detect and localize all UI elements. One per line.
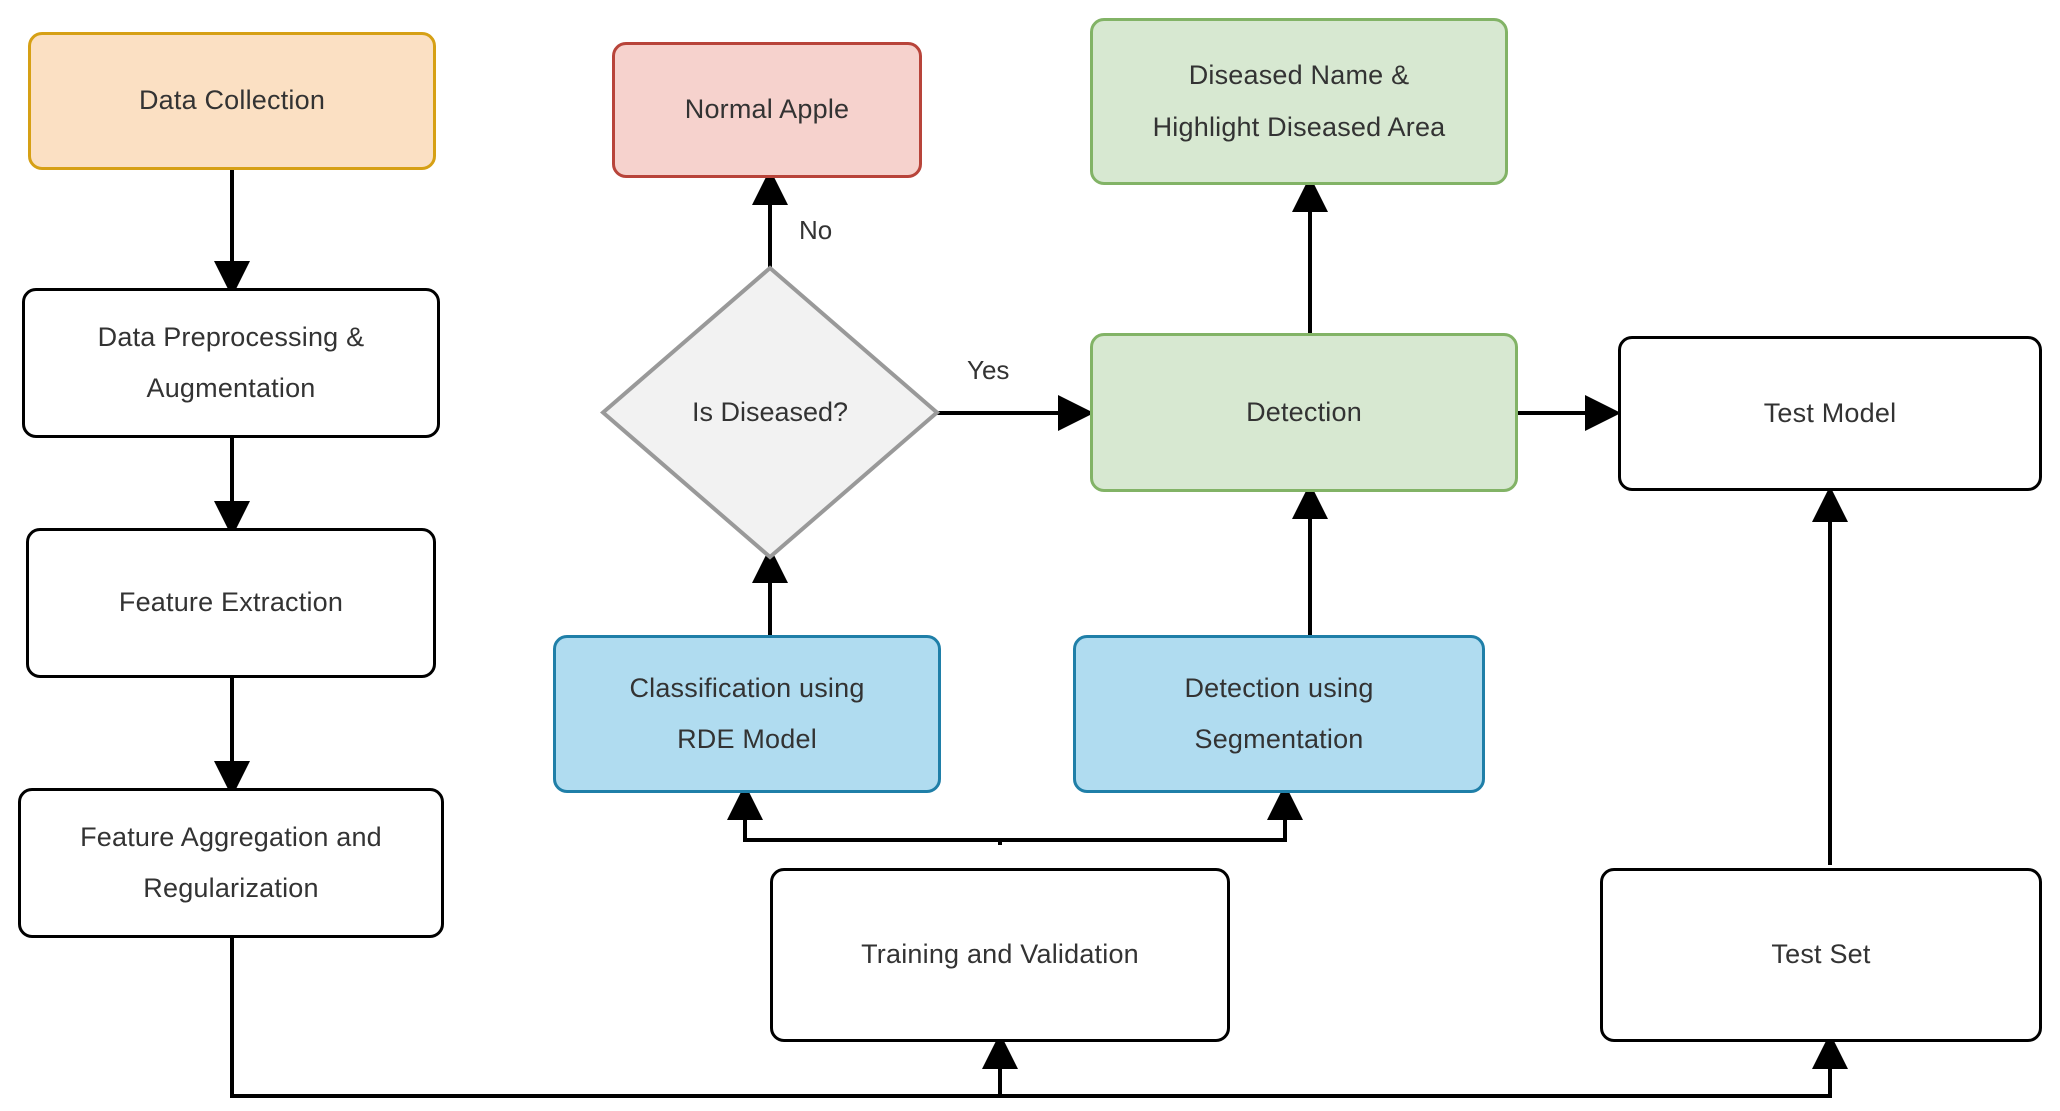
node-label: Training and Validation	[861, 939, 1139, 970]
node-label: Data Collection	[138, 85, 326, 116]
node-classification-rde[interactable]: Classification using RDE Model	[553, 635, 941, 793]
node-label-line1: Detection using	[1184, 672, 1374, 703]
node-label: Detection	[1246, 396, 1362, 427]
node-test-set[interactable]: Test Set	[1600, 868, 2042, 1042]
node-label-line2: Segmentation	[1194, 724, 1364, 754]
node-label-line2: Regularization	[143, 873, 319, 903]
node-is-diseased[interactable]: Is Diseased?	[600, 265, 940, 560]
node-label: Is Diseased?	[691, 397, 849, 427]
node-label: Test Set	[1771, 939, 1871, 970]
node-training-validation[interactable]: Training and Validation	[770, 868, 1230, 1042]
node-detection-segmentation[interactable]: Detection using Segmentation	[1073, 635, 1485, 793]
node-feature-aggregation[interactable]: Feature Aggregation and Regularization	[18, 788, 444, 938]
node-label-line1: Feature Aggregation and	[80, 821, 382, 852]
node-data-preprocessing[interactable]: Data Preprocessing & Augmentation	[22, 288, 440, 438]
node-label: Test Model	[1763, 397, 1897, 428]
node-label: Feature Extraction	[118, 587, 344, 618]
node-label-line1: Classification using	[629, 672, 865, 703]
node-label-line1: Diseased Name &	[1188, 60, 1410, 91]
node-detection[interactable]: Detection	[1090, 333, 1518, 492]
node-normal-apple[interactable]: Normal Apple	[612, 42, 922, 178]
edge-training-to-segmentation	[998, 784, 1303, 845]
node-label-line2: Augmentation	[146, 373, 316, 403]
edge-training-to-classification	[727, 784, 1002, 845]
node-label-line2: RDE Model	[677, 724, 817, 754]
node-label: Normal Apple	[684, 94, 850, 125]
node-diseased-name[interactable]: Diseased Name & Highlight Diseased Area	[1090, 18, 1508, 185]
edge-label-yes: Yes	[963, 355, 1014, 386]
edge-label-no: No	[795, 215, 837, 246]
node-label-line2: Highlight Diseased Area	[1152, 111, 1446, 142]
diamond-shape	[600, 265, 940, 560]
node-feature-extraction[interactable]: Feature Extraction	[26, 528, 436, 678]
node-label-line1: Data Preprocessing &	[97, 321, 365, 352]
node-data-collection[interactable]: Data Collection	[28, 32, 436, 170]
edge-bus-to-testset	[1000, 1033, 1848, 1098]
node-test-model[interactable]: Test Model	[1618, 336, 2042, 491]
